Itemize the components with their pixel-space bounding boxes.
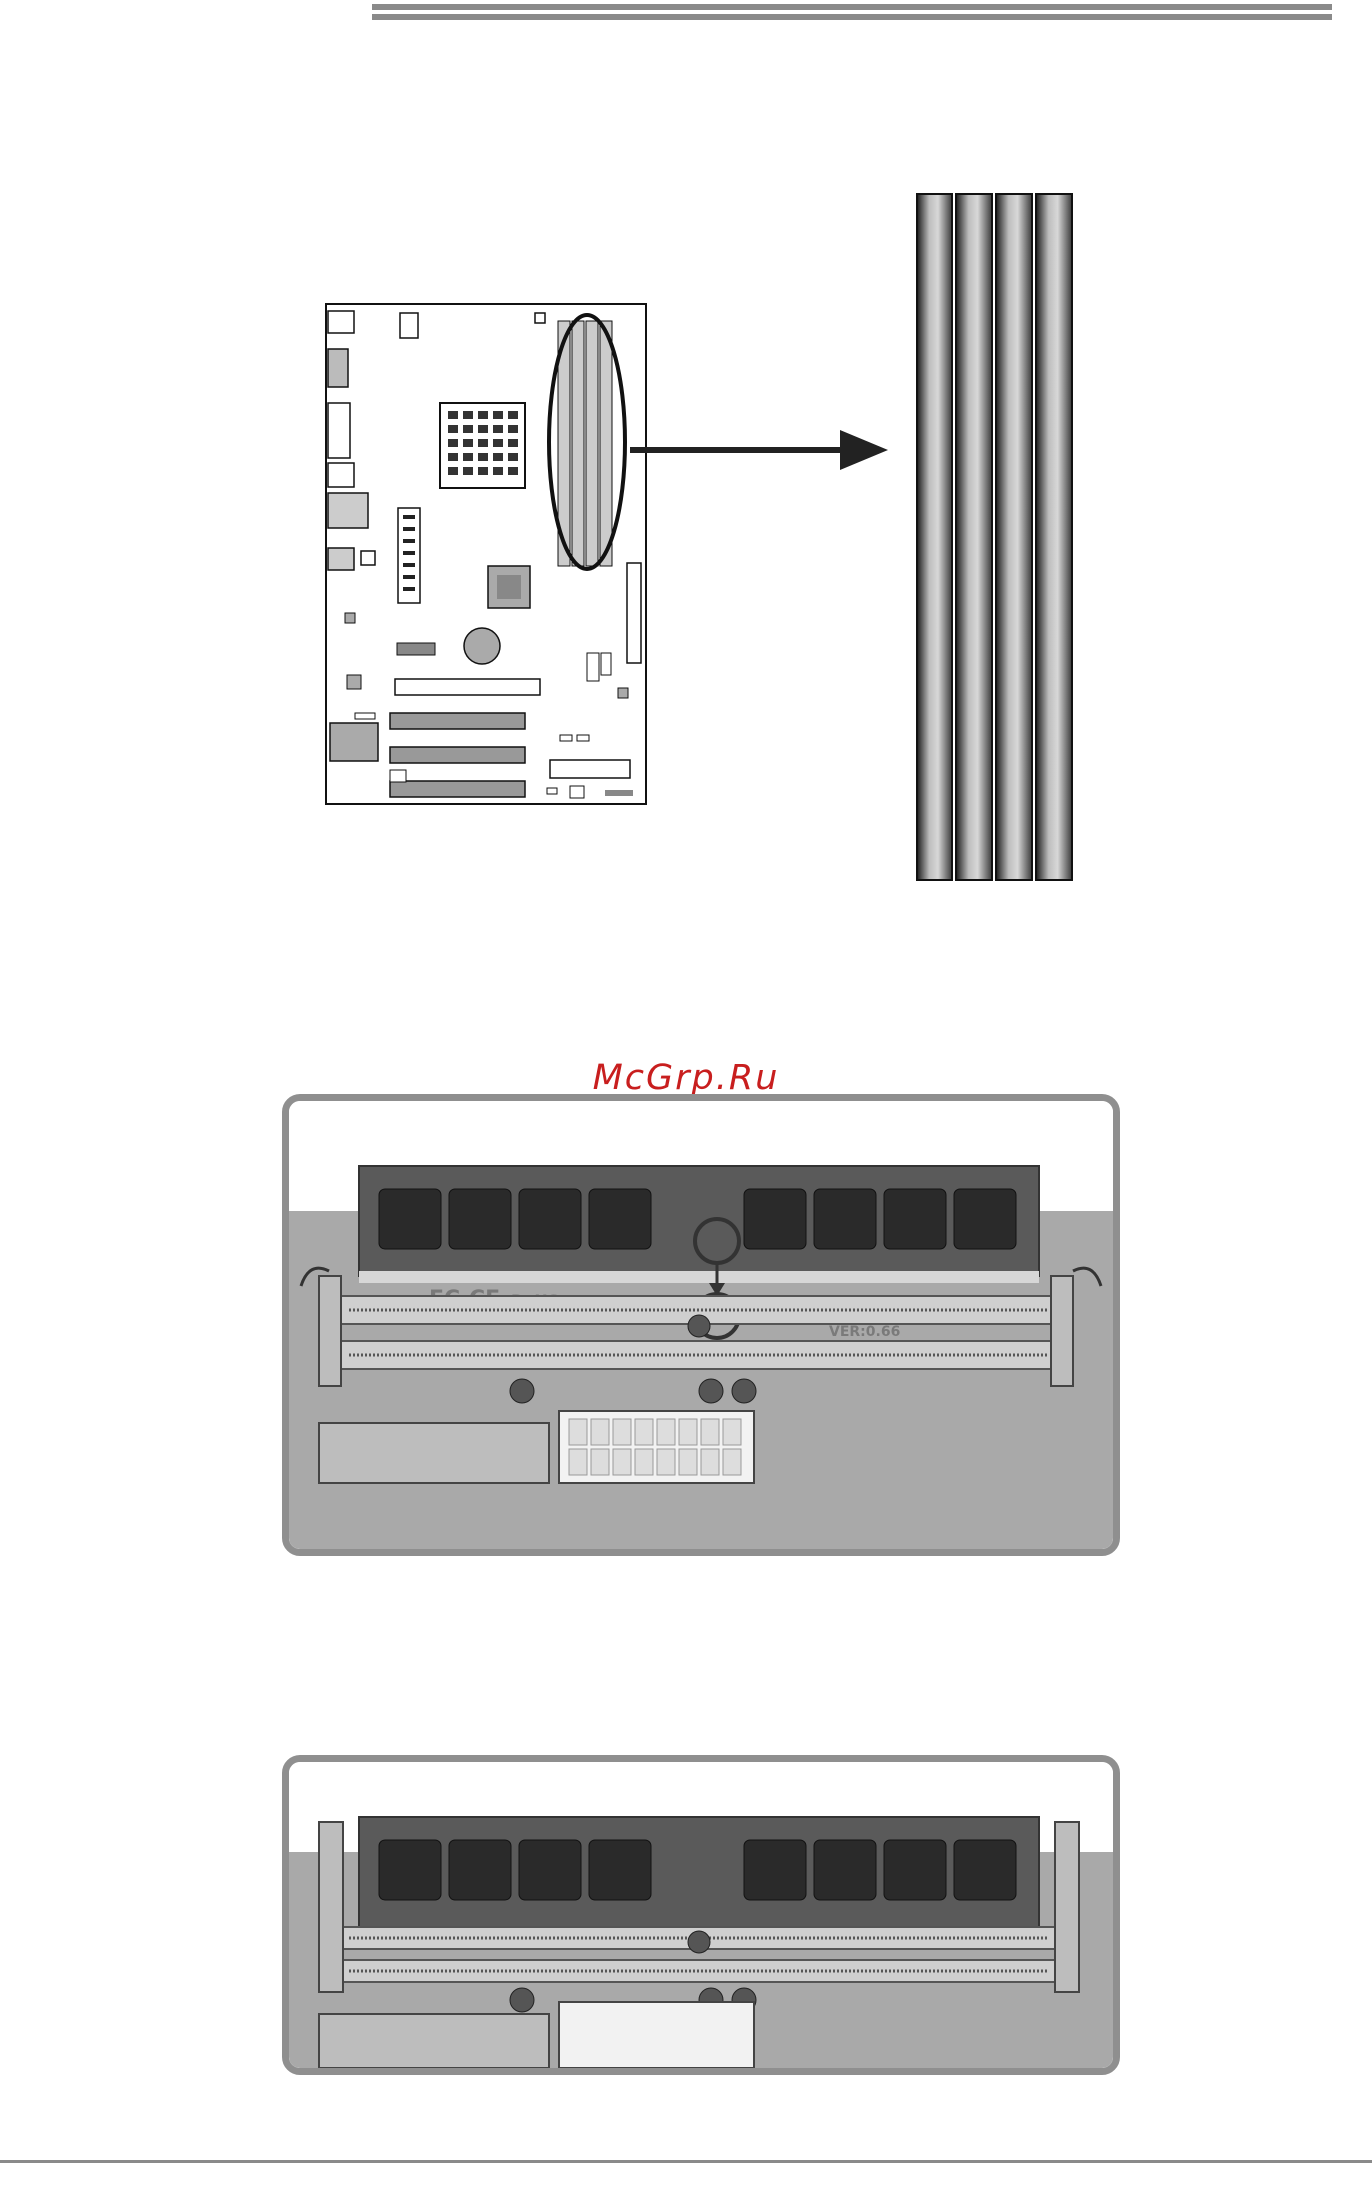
dimm-slot-3: [996, 194, 1032, 880]
board-version-marking: VER:0.66: [829, 1324, 900, 1340]
dimm-slot-4: [1036, 194, 1072, 880]
top-rule-secondary: [372, 14, 1332, 20]
dimm-seated-photo: [282, 1755, 1120, 2075]
pointer-arrow-icon: [630, 425, 890, 475]
motherboard-layout-diagram: [325, 303, 647, 805]
dimm-slot-1: [917, 194, 952, 880]
watermark-text: McGrp.Ru: [0, 1058, 1372, 1098]
dimm-slot-2: [956, 194, 992, 880]
bottom-rule: [0, 2160, 1372, 2163]
dimm-slots-enlarged: [915, 192, 1075, 882]
top-rule: [372, 4, 1332, 10]
dimm-install-photo: FC CE RoHS VER:0.66: [282, 1094, 1120, 1556]
